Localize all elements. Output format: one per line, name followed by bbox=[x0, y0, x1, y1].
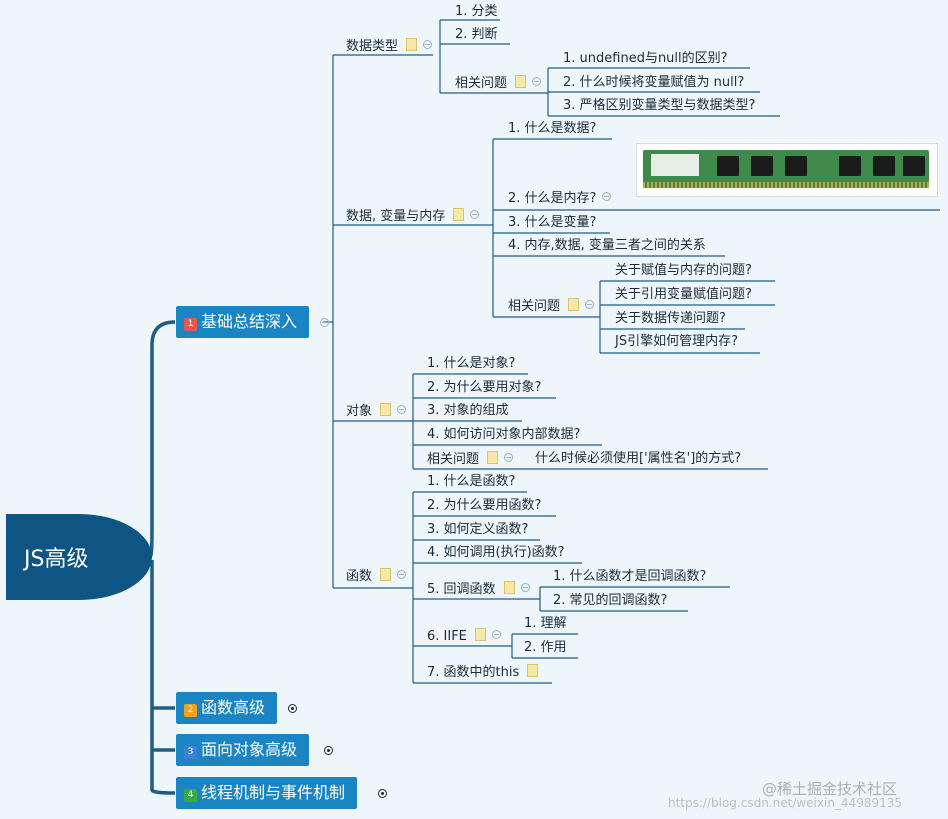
collapse-icon[interactable] bbox=[423, 40, 433, 49]
note-icon bbox=[568, 298, 580, 311]
node-item[interactable]: 2. 为什么要用对象? bbox=[427, 380, 542, 395]
node-iife[interactable]: 6. IIFE bbox=[427, 628, 501, 645]
expand-icon[interactable] bbox=[378, 789, 387, 798]
node-label: 对象 bbox=[346, 404, 373, 419]
topic-label: 基础总结深入 bbox=[201, 312, 298, 331]
node-item[interactable]: 4. 如何调用(执行)函数? bbox=[427, 545, 565, 560]
note-icon bbox=[406, 38, 418, 51]
node-classification[interactable]: 1. 分类 bbox=[455, 4, 498, 19]
note-icon bbox=[474, 628, 486, 641]
central-topic[interactable]: JS高级 bbox=[6, 514, 152, 600]
note-icon bbox=[503, 581, 515, 594]
node-question[interactable]: JS引擎如何管理内存? bbox=[615, 334, 738, 349]
node-label: 5. 回调函数 bbox=[427, 582, 496, 597]
node-question[interactable]: 关于数据传递问题? bbox=[615, 311, 726, 326]
node-label: 相关问题 bbox=[508, 299, 561, 314]
watermark-site: @稀土掘金技术社区 bbox=[762, 780, 898, 798]
node-item[interactable]: 1. 什么是函数? bbox=[427, 474, 516, 489]
node-item[interactable]: 3. 对象的组成 bbox=[427, 403, 509, 418]
topic-basics[interactable]: 1 基础总结深入 bbox=[176, 306, 310, 338]
node-memory[interactable]: 2. 什么是内存? bbox=[508, 191, 612, 207]
node-data-types[interactable]: 数据类型 bbox=[346, 38, 433, 55]
topic-oop-advanced[interactable]: 3 面向对象高级 bbox=[176, 734, 310, 766]
watermark-url: https://blog.csdn.net/weixin_44989135 bbox=[668, 796, 903, 810]
node-data-var-memory[interactable]: 数据, 变量与内存 bbox=[346, 208, 480, 225]
collapse-icon[interactable] bbox=[504, 453, 514, 462]
node-objects[interactable]: 对象 bbox=[346, 403, 407, 420]
node-item[interactable]: 2. 为什么要用函数? bbox=[427, 498, 542, 513]
node-label: 数据类型 bbox=[346, 39, 399, 54]
topic-label: 函数高级 bbox=[201, 698, 266, 717]
number-badge: 2 bbox=[184, 704, 197, 717]
node-label: 2. 什么是内存? bbox=[508, 191, 597, 206]
topic-label: 线程机制与事件机制 bbox=[201, 783, 346, 802]
node-question[interactable]: 3. 严格区别变量类型与数据类型? bbox=[563, 98, 756, 113]
note-icon bbox=[453, 208, 465, 221]
collapse-icon[interactable] bbox=[397, 570, 407, 579]
note-icon bbox=[527, 664, 539, 677]
collapse-icon[interactable] bbox=[585, 300, 595, 309]
central-topic-label: JS高级 bbox=[24, 547, 89, 572]
node-this[interactable]: 7. 函数中的this bbox=[427, 664, 539, 681]
node-related-questions[interactable]: 相关问题 bbox=[455, 75, 542, 92]
collapse-icon[interactable] bbox=[320, 318, 329, 327]
node-label: 7. 函数中的this bbox=[427, 665, 520, 680]
number-badge: 3 bbox=[184, 746, 197, 759]
node-item[interactable]: 1. 理解 bbox=[524, 616, 567, 631]
node-judgement[interactable]: 2. 判断 bbox=[455, 27, 498, 42]
topic-label: 面向对象高级 bbox=[201, 740, 298, 759]
node-label: 相关问题 bbox=[427, 452, 480, 467]
note-icon bbox=[487, 451, 499, 464]
note-icon bbox=[380, 403, 392, 416]
collapse-icon[interactable] bbox=[532, 77, 542, 86]
node-callback[interactable]: 5. 回调函数 bbox=[427, 581, 530, 598]
collapse-icon[interactable] bbox=[397, 405, 407, 414]
node-question[interactable]: 2. 什么时候将变量赋值为 null? bbox=[563, 75, 745, 90]
node-label: 函数 bbox=[346, 569, 373, 584]
collapse-icon[interactable] bbox=[520, 583, 530, 592]
node-label: 6. IIFE bbox=[427, 629, 467, 644]
node-question[interactable]: 什么时候必须使用['属性名']的方式? bbox=[535, 451, 742, 466]
node-item[interactable]: 2. 常见的回调函数? bbox=[553, 593, 668, 608]
node-item[interactable]: 1. 什么是数据? bbox=[508, 121, 597, 136]
number-badge: 4 bbox=[184, 789, 197, 802]
collapse-icon[interactable] bbox=[470, 210, 480, 219]
node-label: 相关问题 bbox=[455, 76, 508, 91]
node-item[interactable]: 4. 如何访问对象内部数据? bbox=[427, 427, 581, 442]
node-question[interactable]: 关于赋值与内存的问题? bbox=[615, 263, 752, 278]
node-item[interactable]: 3. 如何定义函数? bbox=[427, 522, 529, 537]
node-related-questions[interactable]: 相关问题 bbox=[427, 451, 514, 468]
collapse-icon[interactable] bbox=[602, 192, 612, 201]
node-item[interactable]: 4. 内存,数据, 变量三者之间的关系 bbox=[508, 238, 706, 253]
node-label: 数据, 变量与内存 bbox=[346, 209, 446, 224]
node-item[interactable]: 1. 什么函数才是回调函数? bbox=[553, 569, 707, 584]
expand-icon[interactable] bbox=[324, 746, 333, 755]
topic-function-advanced[interactable]: 2 函数高级 bbox=[176, 692, 278, 724]
node-functions[interactable]: 函数 bbox=[346, 568, 407, 585]
note-icon bbox=[380, 568, 392, 581]
node-question[interactable]: 1. undefined与null的区别? bbox=[563, 51, 728, 66]
topic-thread-event[interactable]: 4 线程机制与事件机制 bbox=[176, 777, 358, 809]
node-item[interactable]: 3. 什么是变量? bbox=[508, 215, 597, 230]
ram-module-image bbox=[636, 143, 938, 197]
collapse-icon[interactable] bbox=[491, 630, 501, 639]
node-question[interactable]: 关于引用变量赋值问题? bbox=[615, 287, 752, 302]
node-related-questions[interactable]: 相关问题 bbox=[508, 298, 595, 315]
node-item[interactable]: 2. 作用 bbox=[524, 640, 567, 655]
node-item[interactable]: 1. 什么是对象? bbox=[427, 356, 516, 371]
note-icon bbox=[515, 75, 527, 88]
number-badge: 1 bbox=[184, 318, 197, 331]
expand-icon[interactable] bbox=[288, 704, 297, 713]
